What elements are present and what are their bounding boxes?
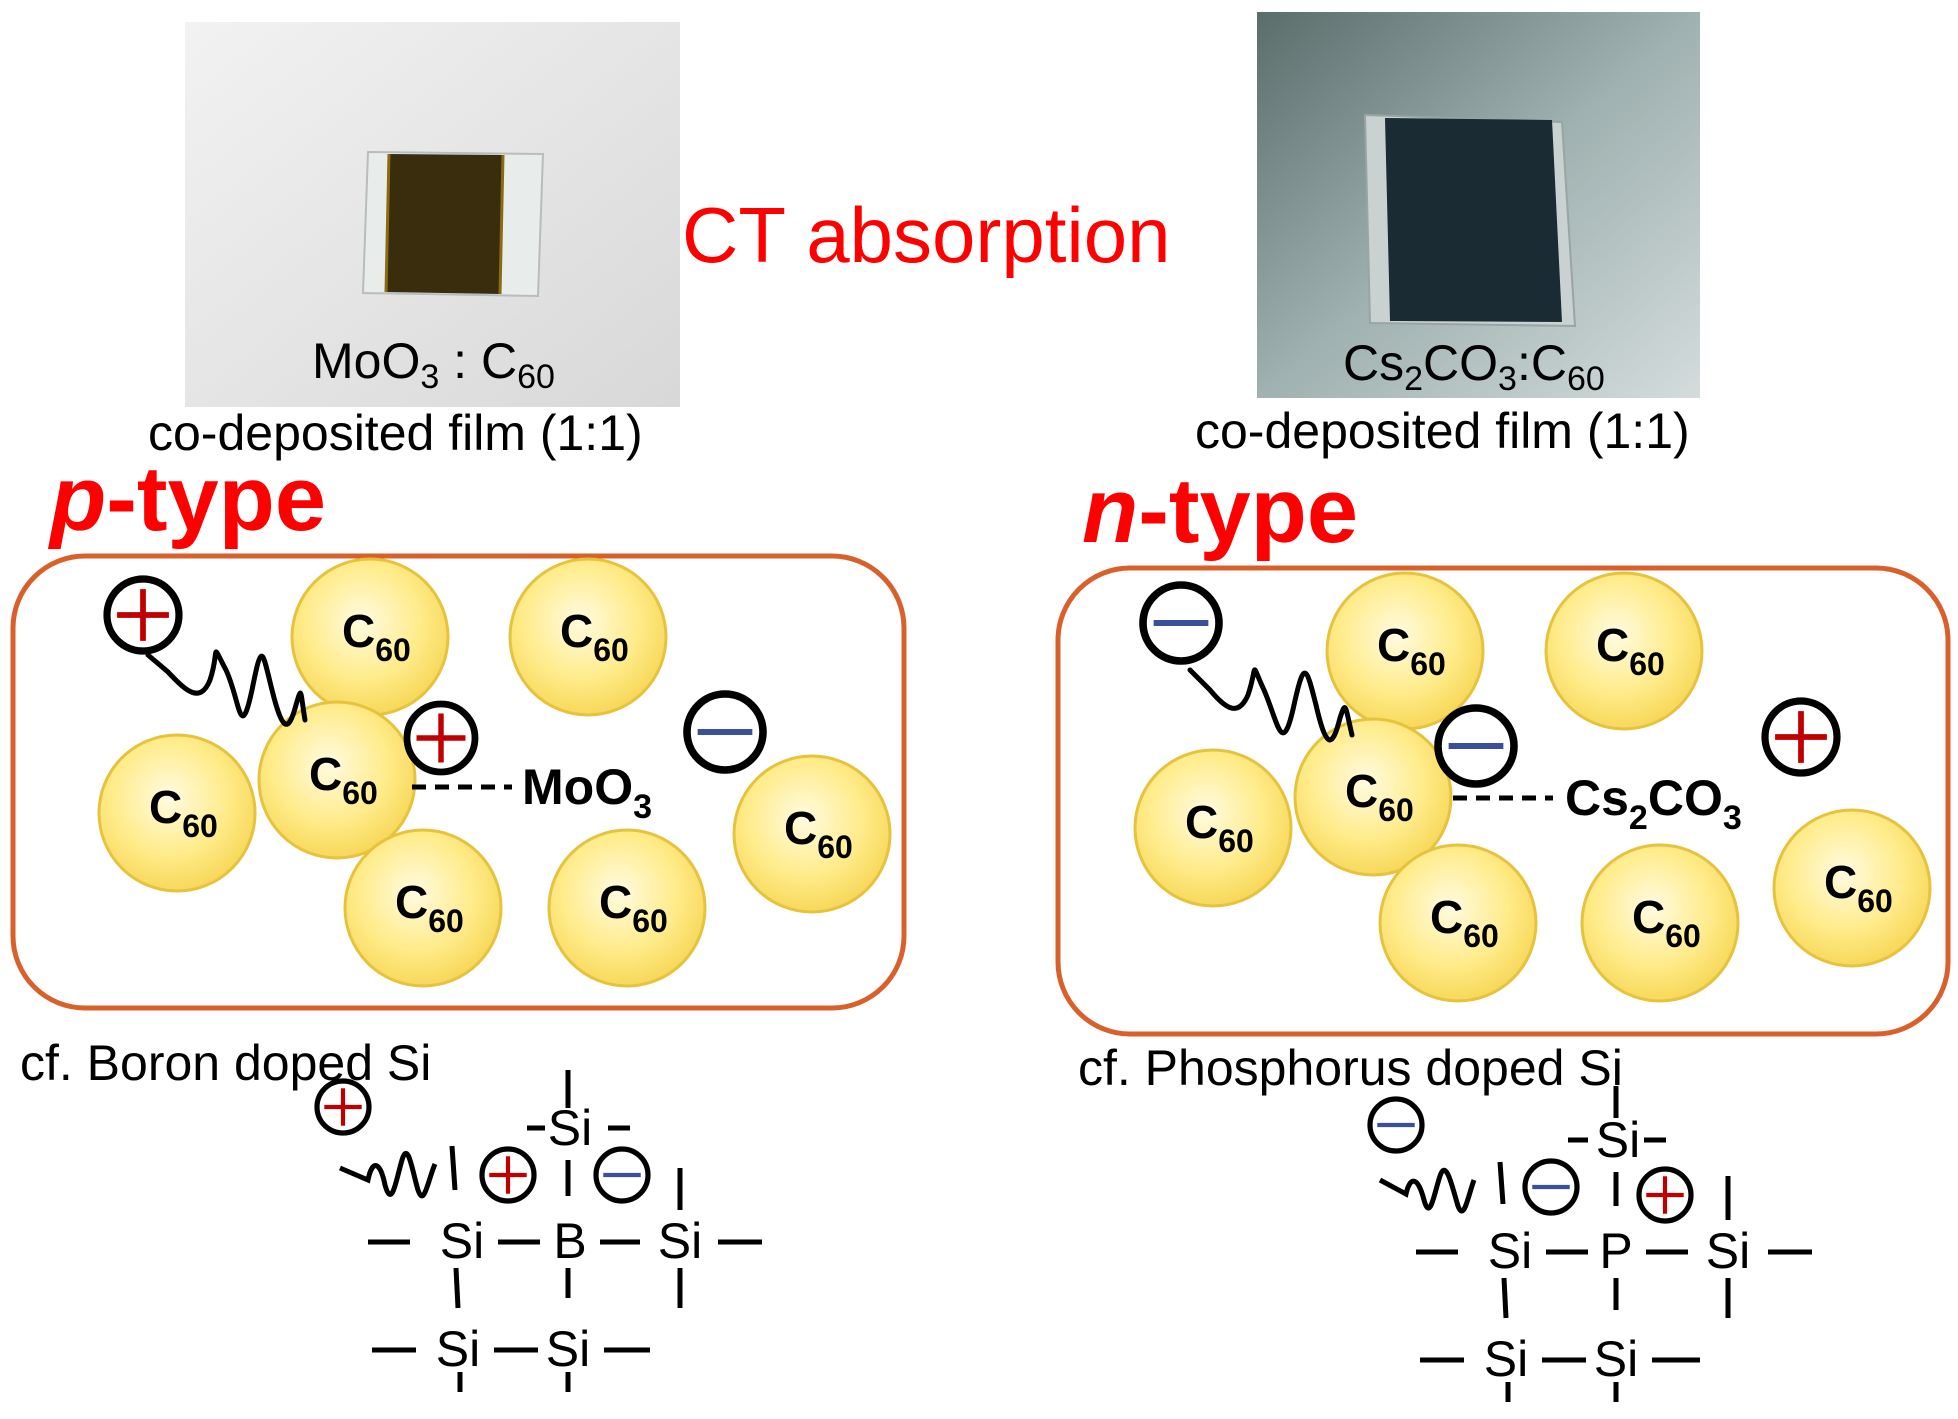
c60-molecule: C60 xyxy=(1580,843,1740,1003)
si-atom-right: Si xyxy=(1706,1223,1750,1279)
p-type-heading: p-type xyxy=(47,448,326,550)
c60-label: C60 xyxy=(560,605,629,668)
phosphorus-atom: P xyxy=(1599,1223,1632,1279)
si-atom-top: Si xyxy=(548,1100,592,1156)
phosphorus-lattice-labels: Si Si P Si Si Si xyxy=(1484,1112,1750,1387)
electron-minus-icon xyxy=(1139,581,1223,665)
left-cf-label: cf. Boron doped Si xyxy=(20,1035,431,1091)
electron-minus-icon xyxy=(683,690,767,774)
boron-lattice-labels: Si Si B Si Si Si xyxy=(436,1100,702,1377)
c60-molecule: C60 xyxy=(1325,571,1485,731)
c60-label: C60 xyxy=(1824,856,1893,919)
c60-label: C60 xyxy=(1632,891,1701,954)
si-atom-left: Si xyxy=(440,1213,484,1269)
c60-sphere xyxy=(97,733,257,893)
c60-label: C60 xyxy=(599,876,668,939)
si-atom-left: Si xyxy=(1488,1223,1532,1279)
si-atom-bottom-right: Si xyxy=(1594,1331,1638,1387)
right-photon-wave xyxy=(1187,667,1355,743)
right-cf-label: cf. Phosphorus doped Si xyxy=(1078,1040,1623,1096)
c60-sphere xyxy=(547,828,707,988)
left-caption: co-deposited film (1:1) xyxy=(148,405,643,461)
hole-plus-icon xyxy=(403,700,479,776)
phosphorus-lattice xyxy=(1378,1086,1812,1402)
c60-label: C60 xyxy=(1185,796,1254,859)
left-dopant-label: MoO3 xyxy=(522,759,652,826)
n-type-heading: n-type xyxy=(1082,460,1358,562)
left-film-sample xyxy=(386,154,503,294)
electron-minus-icon xyxy=(1522,1158,1580,1216)
right-photo-label: Cs2CO3:C60 xyxy=(1343,335,1605,398)
left-photo: MoO3 : C60 xyxy=(185,22,680,407)
boron-atom: B xyxy=(553,1213,586,1269)
c60-molecule: C60 xyxy=(547,828,707,988)
c60-sphere xyxy=(1378,843,1538,1003)
boron-wave xyxy=(339,1150,438,1199)
c60-molecule: C60 xyxy=(1378,843,1538,1003)
charges xyxy=(103,575,1841,1224)
right-photo: Cs2CO3:C60 xyxy=(1257,12,1700,398)
hole-plus-icon xyxy=(479,1146,537,1204)
c60-label: C60 xyxy=(309,748,378,811)
c60-sphere xyxy=(1133,748,1293,908)
boron-lattice xyxy=(339,1070,762,1392)
left-photon-wave xyxy=(145,649,308,727)
electron-minus-icon xyxy=(1367,1096,1425,1154)
c60-molecule: C60 xyxy=(290,557,450,717)
hole-plus-icon xyxy=(1761,697,1841,777)
c60-label: C60 xyxy=(395,876,464,939)
electron-minus-icon xyxy=(593,1146,651,1204)
c60-molecule: C60 xyxy=(732,754,892,914)
right-film-sample xyxy=(1385,118,1562,322)
c60-label: C60 xyxy=(1345,765,1414,828)
c60-molecule: C60 xyxy=(97,733,257,893)
si-atom-top: Si xyxy=(1596,1112,1640,1168)
c60-sphere xyxy=(732,754,892,914)
electron-minus-icon xyxy=(1434,704,1518,788)
hole-plus-icon xyxy=(103,575,183,655)
si-atom-right: Si xyxy=(658,1213,702,1269)
c60-sphere xyxy=(1544,571,1704,731)
c60-sphere xyxy=(1580,843,1740,1003)
si-atom-bottom-left: Si xyxy=(1484,1331,1528,1387)
c60-sphere xyxy=(343,828,503,988)
c60-label: C60 xyxy=(1596,619,1665,682)
c60-label: C60 xyxy=(1430,891,1499,954)
c60-label: C60 xyxy=(784,802,853,865)
c60-molecule: C60 xyxy=(1293,717,1453,877)
c60-molecule: C60 xyxy=(343,828,503,988)
si-atom-bottom-left: Si xyxy=(436,1321,480,1377)
c60-molecule: C60 xyxy=(508,557,668,717)
hole-plus-icon xyxy=(314,1078,372,1136)
c60-molecule: C60 xyxy=(1544,571,1704,731)
c60-sphere xyxy=(1772,808,1932,968)
left-photo-label: MoO3 : C60 xyxy=(312,333,555,396)
c60-label: C60 xyxy=(342,605,411,668)
right-caption: co-deposited film (1:1) xyxy=(1195,403,1690,459)
c60-molecule: C60 xyxy=(257,700,417,860)
right-dopant-label: Cs2CO3 xyxy=(1565,770,1742,837)
hole-plus-icon xyxy=(1636,1166,1694,1224)
c60-molecule: C60 xyxy=(1133,748,1293,908)
c60-sphere xyxy=(257,700,417,860)
phosphorus-wave xyxy=(1378,1167,1477,1214)
c60-label: C60 xyxy=(149,781,218,844)
c60-label: C60 xyxy=(1377,619,1446,682)
ct-absorption-label: CT absorption xyxy=(682,191,1171,279)
si-atom-bottom-right: Si xyxy=(546,1321,590,1377)
c60-sphere xyxy=(1293,717,1453,877)
c60-molecule: C60 xyxy=(1772,808,1932,968)
c60-sphere xyxy=(508,557,668,717)
